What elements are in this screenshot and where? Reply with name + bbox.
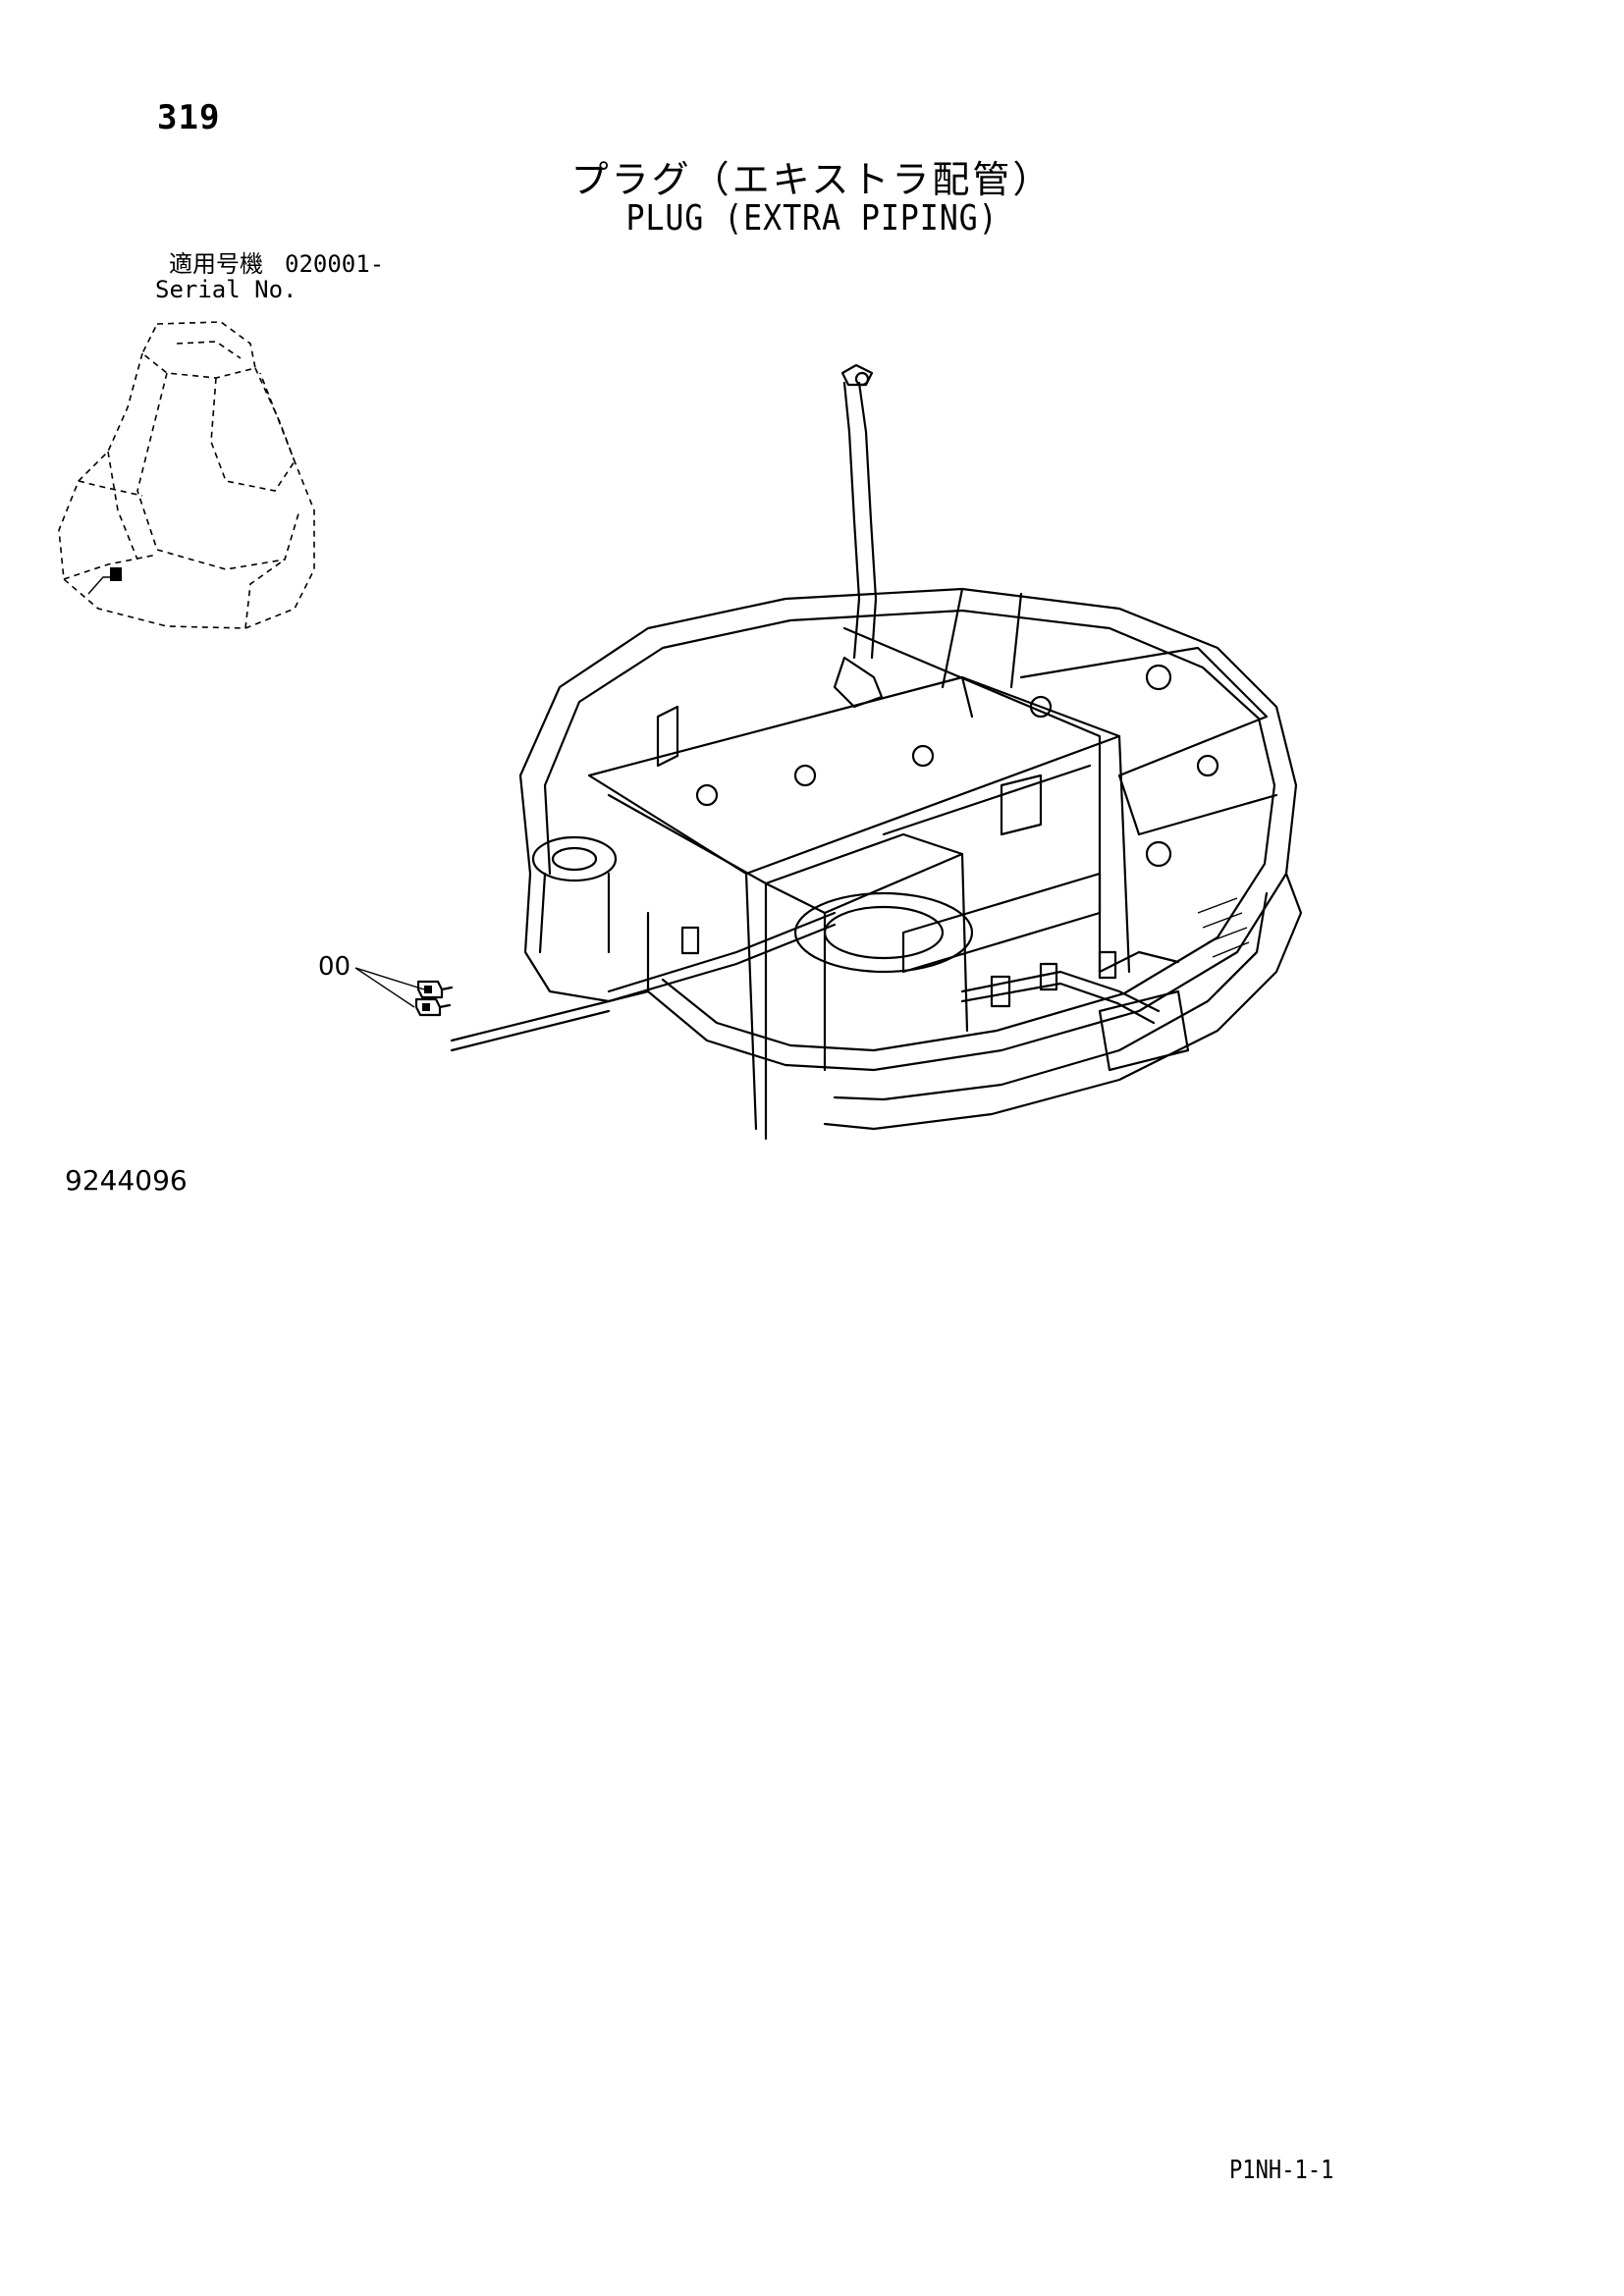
serial-label-jp: 適用号機 <box>169 250 263 278</box>
callout-label-00: 00 <box>318 952 352 982</box>
diagram-code: 9244096 <box>65 1164 188 1197</box>
assembly-drawing <box>450 363 1303 1141</box>
page-title-jp: プラグ（エキストラ配管） <box>570 158 1054 201</box>
serial-label-en: Serial No. <box>155 276 298 303</box>
page-number: 319 <box>157 98 221 137</box>
locator-diagram <box>58 321 315 629</box>
page-reference: P1NH-1-1 <box>1229 2156 1334 2185</box>
serial-value: 020001- <box>285 250 385 278</box>
page-title-en: PLUG (EXTRA PIPING) <box>625 198 999 239</box>
plug-part <box>354 967 454 1017</box>
serial-info: 適用号機 020001- Serial No. <box>155 251 384 302</box>
